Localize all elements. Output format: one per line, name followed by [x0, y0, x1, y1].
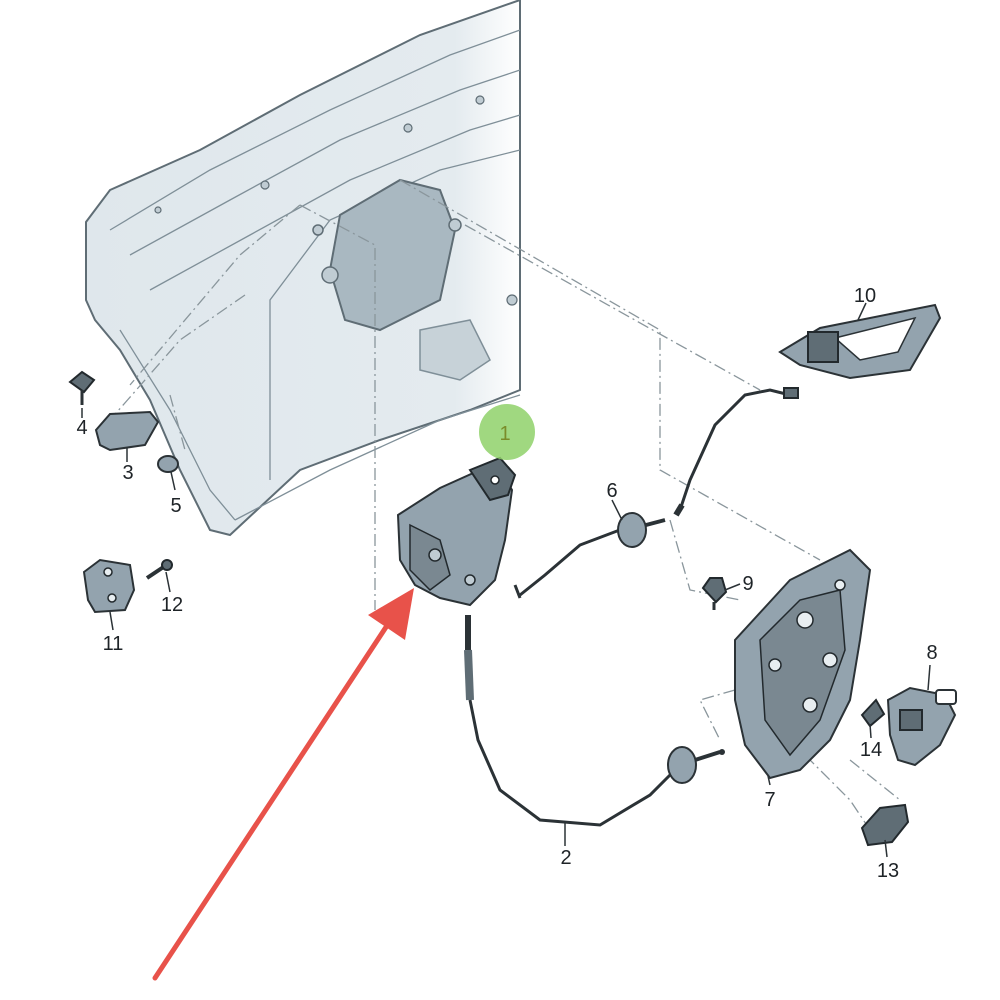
part-11-striker: [82, 558, 136, 614]
handle-cable: [678, 388, 791, 511]
callout-9: 9: [742, 573, 753, 595]
handle-cable-end: [673, 503, 685, 517]
red-arrow: [152, 588, 414, 981]
callout-2: 2: [560, 847, 571, 869]
part-1-door-lock: [396, 456, 517, 607]
part-3-bracket: [94, 410, 160, 452]
lock-rod-end: [513, 584, 522, 599]
part-13-connector: [860, 803, 910, 847]
part-5-washer: [157, 455, 179, 473]
callout-14: 14: [860, 739, 882, 761]
callout-5: 5: [170, 495, 181, 517]
part-12-screw: [145, 559, 173, 580]
part-4-bolt: [68, 370, 96, 405]
callout-10: 10: [854, 285, 876, 307]
callout-11: 11: [103, 633, 124, 655]
part-7-carrier-plate: [734, 548, 872, 780]
part-8-motor: [886, 686, 957, 767]
highlight-marker: [479, 404, 535, 460]
lock-rod: [519, 526, 626, 597]
leader-lines: [81, 302, 931, 858]
callout-4: 4: [76, 417, 87, 439]
door-shell: [85, 0, 521, 537]
callout-6: 6: [606, 480, 617, 502]
part-14-pad: [860, 698, 886, 728]
handle-cable-clip: [783, 387, 799, 399]
part-2-release-cable: [464, 615, 725, 827]
callout-8: 8: [926, 642, 937, 664]
callout-13: 13: [877, 860, 899, 882]
part-10-inner-handle: [778, 303, 942, 380]
callout-12: 12: [161, 594, 183, 616]
callout-3: 3: [122, 462, 133, 484]
part-9-clip: [701, 577, 728, 610]
part-6-grommet: [617, 512, 666, 548]
callout-7: 7: [764, 789, 775, 811]
callout-1: 1: [499, 423, 510, 445]
